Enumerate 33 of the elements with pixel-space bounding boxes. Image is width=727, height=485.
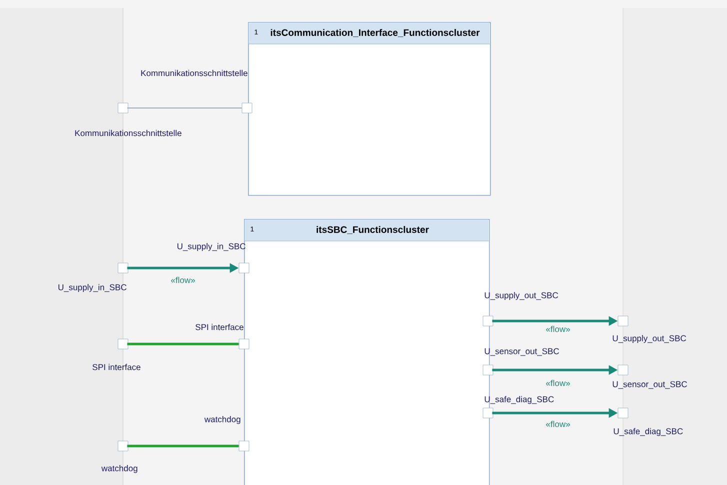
port-square bbox=[482, 316, 494, 326]
port-square bbox=[118, 338, 128, 350]
port-label: SPI interface bbox=[196, 324, 244, 330]
port-label: U_supply_in_SBC bbox=[177, 243, 246, 251]
port-square bbox=[242, 102, 252, 114]
port-square bbox=[618, 408, 628, 418]
port-label: U_supply_out_SBC bbox=[612, 335, 686, 343]
port-square bbox=[118, 262, 128, 274]
port-label: SPI interface bbox=[92, 364, 140, 370]
port-square bbox=[238, 440, 250, 452]
connector bbox=[127, 444, 239, 448]
port-label: U_supply_in_SBC bbox=[58, 284, 126, 292]
port-label: U_sensor_out_SBC bbox=[484, 348, 559, 356]
port-square bbox=[118, 440, 128, 452]
edge-label: «flow» bbox=[546, 420, 570, 428]
port-square bbox=[118, 102, 128, 114]
port-label: Kommunikationsschnittstelle bbox=[75, 130, 182, 136]
edge-label: «flow» bbox=[546, 380, 570, 386]
port-label: U_sensor_out_SBC bbox=[612, 381, 687, 389]
edge-label: «flow» bbox=[546, 326, 570, 332]
connector bbox=[127, 342, 239, 346]
port-label: U_supply_out_SBC bbox=[484, 292, 558, 300]
port-square bbox=[482, 408, 494, 418]
port-square bbox=[618, 364, 628, 376]
port-square bbox=[238, 338, 250, 350]
edge-label: «flow» bbox=[171, 276, 195, 284]
port-label: watchdog bbox=[101, 465, 138, 473]
port-label: U_safe_diag_SBC bbox=[484, 396, 554, 404]
port-square bbox=[482, 364, 494, 376]
port-label: watchdog bbox=[204, 416, 240, 424]
port-square bbox=[618, 316, 628, 326]
port-label: U_safe_diag_SBC bbox=[614, 428, 683, 436]
port-square bbox=[238, 262, 250, 274]
